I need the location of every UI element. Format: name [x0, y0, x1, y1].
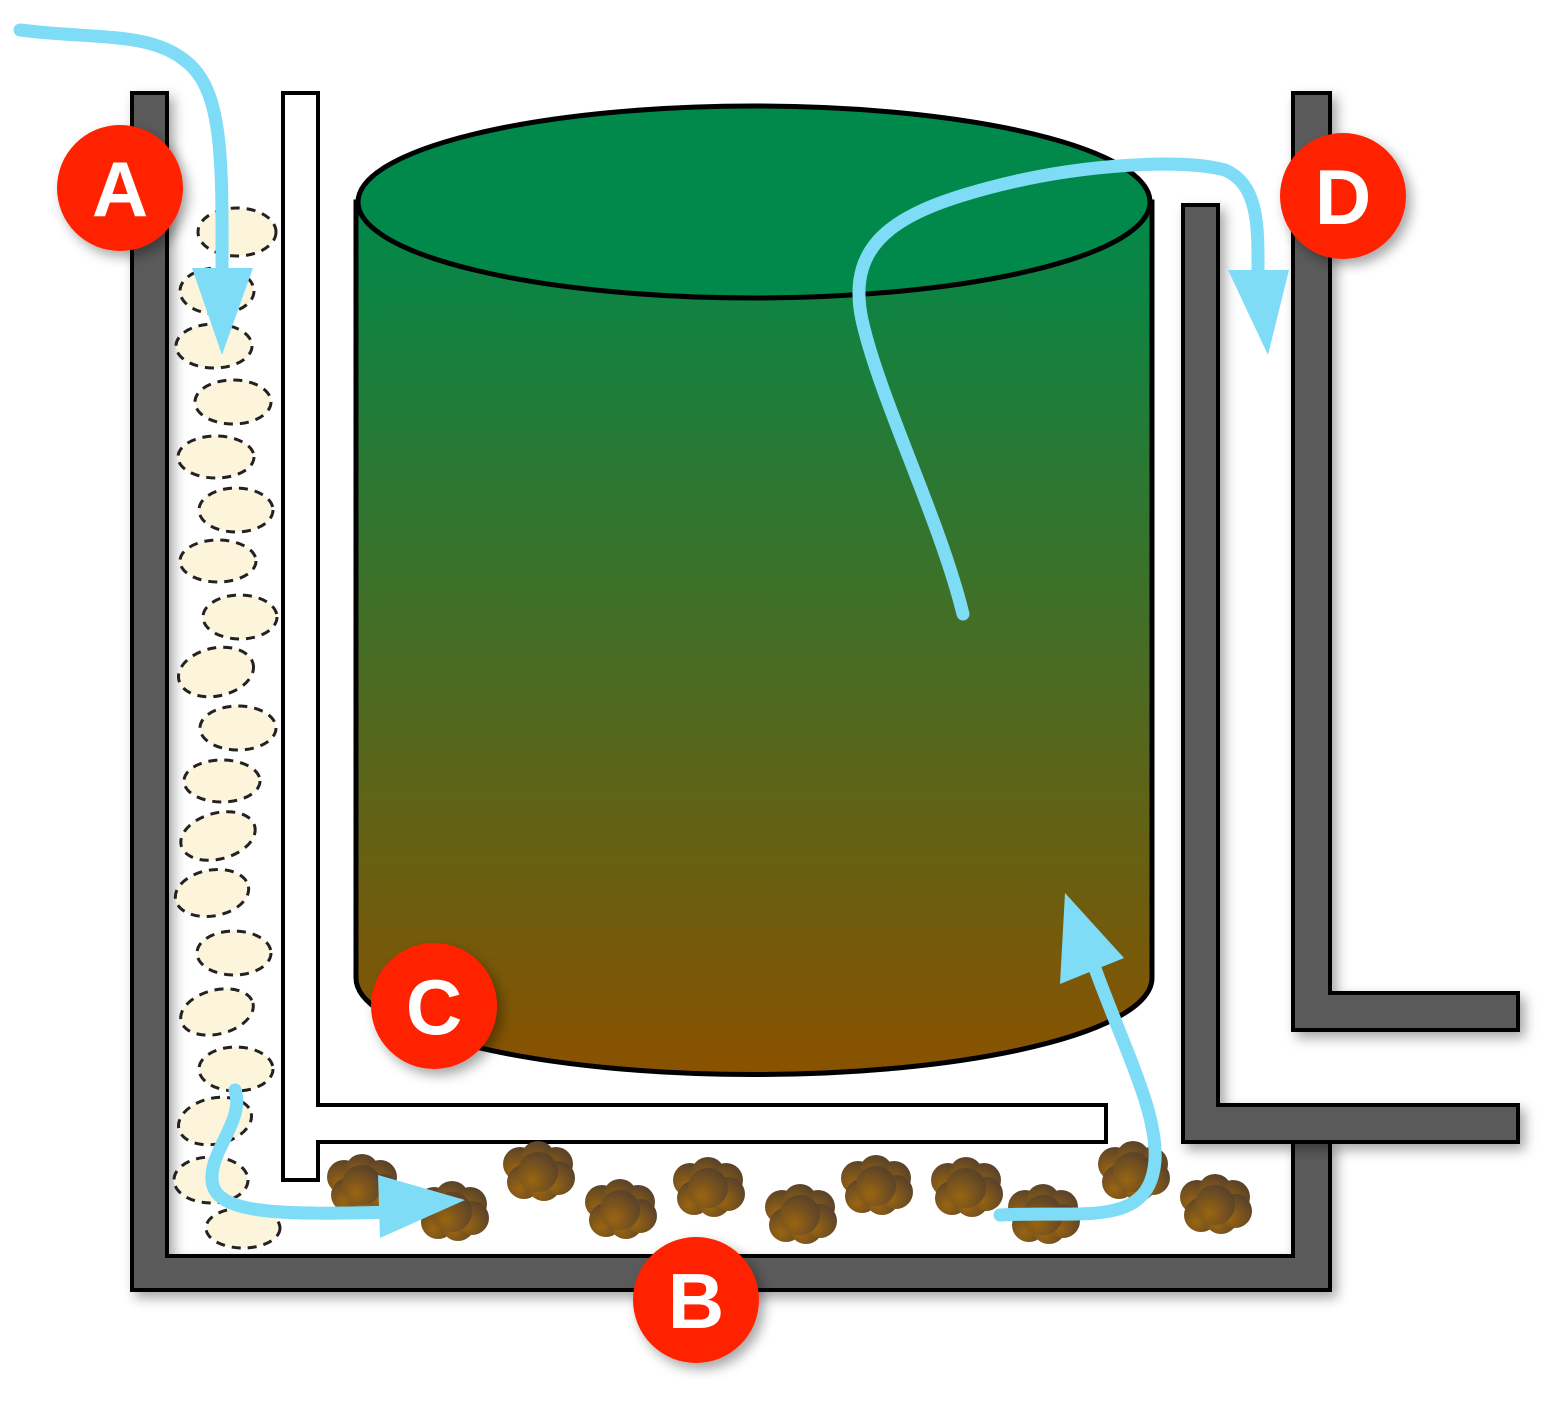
spent-media-lump: [931, 1157, 1003, 1217]
inner-outlet-wall: [1181, 203, 1520, 1144]
spent-media-lump: [673, 1157, 745, 1217]
fresh-pellet: [197, 1045, 275, 1093]
tank-body: [353, 199, 1155, 1077]
inlet-arrowhead: [192, 268, 253, 355]
filter-tank: [353, 103, 1155, 1077]
tank-inflow: [993, 953, 1162, 1222]
fresh-pellet: [179, 810, 257, 862]
marker-c: C: [371, 943, 497, 1069]
tank-inflow-arrowhead: [1060, 893, 1124, 984]
marker-c-label: C: [406, 963, 462, 1051]
fresh-pellet: [195, 929, 273, 977]
fresh-pellet: [197, 486, 275, 534]
bottom-channel-flow: [205, 1083, 407, 1220]
flow-paths: [13, 23, 1289, 1238]
marker-d-label: D: [1315, 153, 1371, 241]
spent-media-lump: [765, 1184, 837, 1244]
fresh-pellet: [196, 206, 278, 258]
spent-media-lump: [327, 1154, 399, 1214]
bottom-channel-arrowhead: [378, 1175, 465, 1238]
fresh-pellet: [179, 987, 255, 1037]
spent-media-lump: [585, 1179, 657, 1239]
inner-baffle-wall: [281, 91, 1108, 1182]
marker-b: B: [633, 1237, 759, 1363]
inlet-flow-arrow: [13, 23, 229, 297]
spent-media-lump: [841, 1155, 913, 1215]
spent-media-lump: [503, 1141, 575, 1201]
fresh-pellet: [193, 378, 273, 426]
tank-top: [355, 103, 1153, 301]
fresh-pellet: [182, 758, 262, 804]
fresh-pellet: [176, 645, 256, 699]
fresh-pellet: [201, 593, 279, 641]
outlet-flow: [852, 157, 1265, 621]
outlet-arrowhead: [1228, 270, 1289, 355]
marker-d: D: [1280, 133, 1406, 259]
fresh-pellet: [176, 434, 256, 480]
spent-media-bed: [327, 1141, 1252, 1244]
marker-b-label: B: [668, 1257, 724, 1345]
fresh-pellet: [176, 1095, 254, 1147]
fresh-pellet: [178, 538, 258, 584]
spent-media-lump: [1180, 1174, 1252, 1234]
fresh-pellet: [173, 867, 251, 919]
marker-a-label: A: [92, 145, 148, 233]
fresh-media-column: [172, 206, 282, 1250]
marker-a: A: [57, 125, 183, 251]
fresh-pellet: [198, 704, 278, 752]
fresh-pellet: [174, 322, 254, 370]
